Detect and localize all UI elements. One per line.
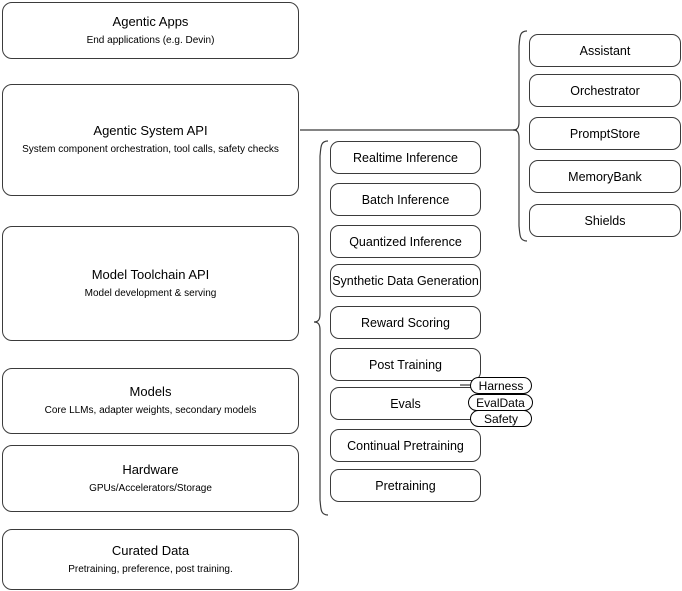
- layer-subtitle: GPUs/Accelerators/Storage: [89, 482, 212, 494]
- layer-subtitle: End applications (e.g. Devin): [86, 34, 215, 46]
- layer-title: Agentic Apps: [112, 13, 189, 29]
- capability-post-training[interactable]: Post Training: [330, 348, 481, 381]
- agentic-component-orchestrator[interactable]: Orchestrator: [529, 74, 681, 107]
- layer-agentic-system-api[interactable]: Agentic System API System component orch…: [2, 84, 299, 196]
- evals-subitem-label: Harness: [478, 378, 524, 393]
- capability-label: Post Training: [369, 357, 442, 372]
- layer-subtitle: System component orchestration, tool cal…: [22, 144, 279, 156]
- evals-subitem-label: Safety: [483, 411, 519, 426]
- capability-synthetic-data-generation[interactable]: Synthetic Data Generation: [330, 264, 481, 297]
- agentic-component-shields[interactable]: Shields: [529, 204, 681, 237]
- capability-label: Synthetic Data Generation: [332, 273, 479, 288]
- agentic-component-label: MemoryBank: [568, 169, 642, 184]
- layer-hardware[interactable]: Hardware GPUs/Accelerators/Storage: [2, 445, 299, 512]
- layer-title: Agentic System API: [93, 123, 208, 139]
- agentic-component-memorybank[interactable]: MemoryBank: [529, 160, 681, 193]
- evals-subitem-label: EvalData: [476, 395, 525, 410]
- layer-title: Model Toolchain API: [91, 266, 210, 282]
- agentic-component-label: Assistant: [579, 43, 631, 58]
- layer-subtitle: Core LLMs, adapter weights, secondary mo…: [44, 405, 257, 417]
- layer-agentic-apps[interactable]: Agentic Apps End applications (e.g. Devi…: [2, 2, 299, 59]
- capability-evals[interactable]: Evals: [330, 387, 481, 420]
- capability-batch-inference[interactable]: Batch Inference: [330, 183, 481, 216]
- layer-title: Hardware: [122, 461, 179, 477]
- capability-pretraining[interactable]: Pretraining: [330, 469, 481, 502]
- evals-subitem-safety[interactable]: Safety: [470, 410, 532, 427]
- capability-quantized-inference[interactable]: Quantized Inference: [330, 225, 481, 258]
- capability-label: Pretraining: [375, 478, 436, 493]
- layer-subtitle: Pretraining, preference, post training.: [68, 563, 233, 575]
- capability-label: Realtime Inference: [353, 150, 458, 165]
- layer-models[interactable]: Models Core LLMs, adapter weights, secon…: [2, 368, 299, 434]
- evals-subitem-evaldata[interactable]: EvalData: [468, 394, 533, 411]
- layer-curated-data[interactable]: Curated Data Pretraining, preference, po…: [2, 529, 299, 590]
- bracket-agentic-system-components: [512, 30, 528, 242]
- capability-label: Reward Scoring: [361, 315, 450, 330]
- capability-label: Batch Inference: [361, 192, 450, 207]
- agentic-component-label: PromptStore: [569, 126, 641, 141]
- capability-realtime-inference[interactable]: Realtime Inference: [330, 141, 481, 174]
- capability-reward-scoring[interactable]: Reward Scoring: [330, 306, 481, 339]
- capability-label: Quantized Inference: [349, 234, 462, 249]
- agentic-component-label: Orchestrator: [570, 83, 640, 98]
- capability-label: Evals: [390, 396, 421, 411]
- capability-continual-pretraining[interactable]: Continual Pretraining: [330, 429, 481, 462]
- agentic-component-label: Shields: [584, 213, 626, 228]
- bracket-model-toolchain-capabilities: [313, 140, 329, 516]
- layer-title: Curated Data: [111, 542, 190, 558]
- layer-title: Models: [129, 384, 172, 400]
- layer-subtitle: Model development & serving: [84, 287, 217, 299]
- evals-subitem-harness[interactable]: Harness: [470, 377, 532, 394]
- layer-model-toolchain-api[interactable]: Model Toolchain API Model development & …: [2, 226, 299, 341]
- agentic-component-promptstore[interactable]: PromptStore: [529, 117, 681, 150]
- capability-label: Continual Pretraining: [347, 438, 464, 453]
- agentic-component-assistant[interactable]: Assistant: [529, 34, 681, 67]
